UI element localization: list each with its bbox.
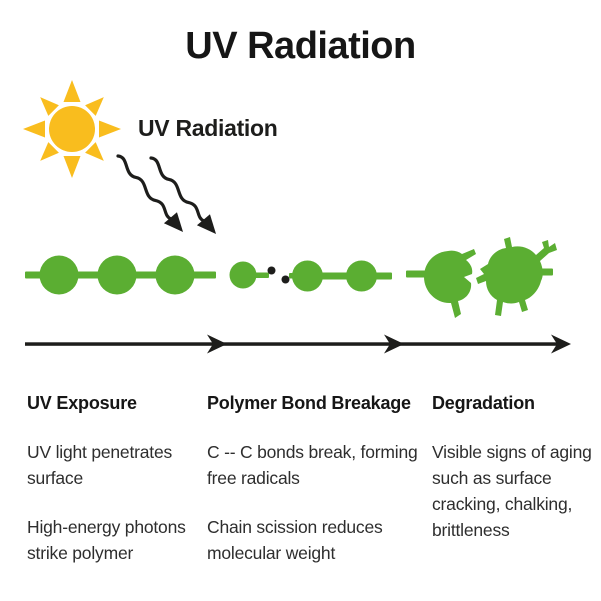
column-text: High-energy photons strike polymer — [27, 516, 186, 563]
polymer-chain-intact — [25, 255, 216, 295]
monomer-bead — [155, 255, 195, 295]
sun-rays — [23, 80, 121, 178]
column-heading: Degradation — [432, 393, 535, 413]
uv-rays-arrows — [116, 154, 217, 234]
free-radical-dot — [281, 275, 290, 284]
right-arrow-icon — [384, 334, 404, 354]
column-heading: Polymer Bond Breakage — [207, 393, 411, 413]
monomer-bead — [229, 261, 257, 289]
sun-core — [49, 106, 95, 152]
column-polymer-bond-breakage: Polymer Bond Breakage C -- C bonds break… — [207, 392, 432, 589]
timeline-arrow — [25, 334, 571, 354]
wavy-arrow-icon — [116, 154, 184, 232]
monomer-bead — [97, 255, 137, 295]
column-text: Visible signs of aging such as surface c… — [432, 441, 592, 540]
monomer-bead — [346, 260, 377, 292]
right-arrow-icon — [551, 334, 571, 354]
page-title: UV Radiation — [185, 25, 416, 67]
free-radical-dot — [267, 266, 276, 275]
uv-radiation-label: UV Radiation — [138, 115, 278, 141]
sun-icon — [23, 80, 121, 178]
polymer-chain-broken — [229, 260, 392, 292]
right-arrow-icon — [207, 334, 227, 354]
monomer-bead — [39, 255, 79, 295]
degraded-blob — [424, 249, 476, 318]
column-text: C -- C bonds break, forming free radical… — [207, 441, 418, 488]
column-heading: UV Exposure — [27, 393, 137, 413]
column-uv-exposure: UV Exposure UV light penetrates surface … — [27, 392, 207, 589]
column-text: UV light penetrates surface — [27, 441, 173, 488]
wavy-arrow-icon — [149, 156, 217, 234]
degraded-blob — [476, 237, 557, 316]
column-degradation: Degradation Visible signs of aging such … — [432, 392, 601, 566]
column-text: Chain scission reduces molecular weight — [207, 516, 383, 563]
polymer-chain-degraded — [406, 237, 557, 318]
